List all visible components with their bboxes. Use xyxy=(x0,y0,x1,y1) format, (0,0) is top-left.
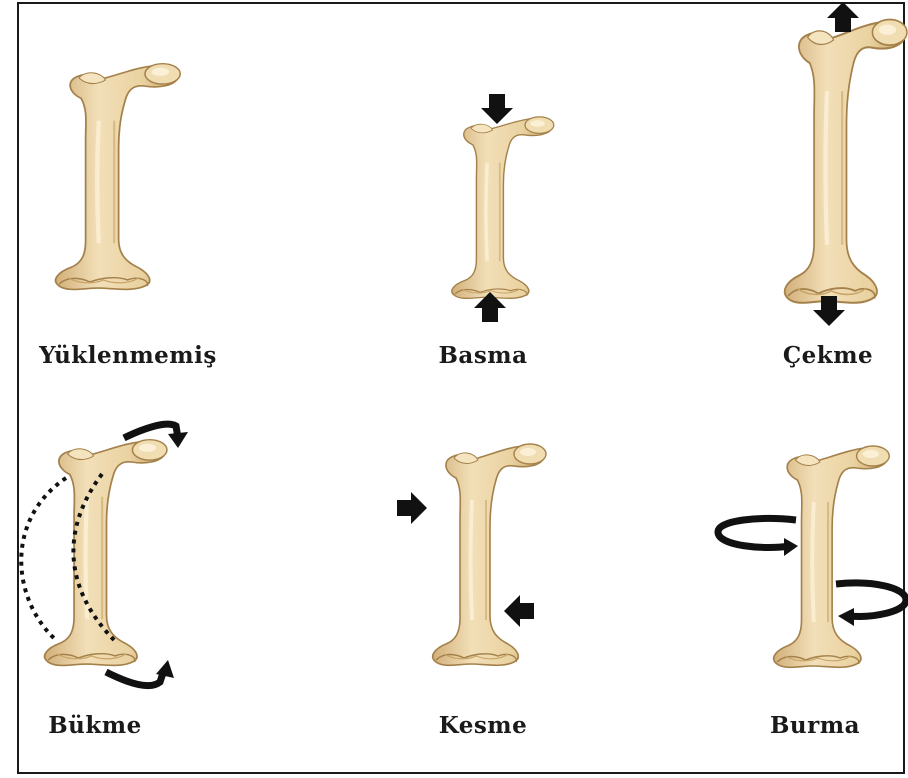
torsion-arrow-top-icon xyxy=(718,519,798,557)
label-torsion: Burma xyxy=(770,712,860,739)
bone-compression xyxy=(452,117,554,298)
label-compression: Basma xyxy=(438,342,527,369)
bending-deflection-dotted-line xyxy=(21,478,66,640)
label-shear: Kesme xyxy=(439,712,528,739)
tension-arrow-top-icon xyxy=(827,2,859,32)
bone-tension xyxy=(785,20,907,303)
bone-unloaded xyxy=(56,64,181,290)
shear-arrow-left-icon xyxy=(397,492,427,524)
shear-arrow-right-icon xyxy=(504,595,534,627)
label-bending: Bükme xyxy=(48,712,142,739)
bone-torsion xyxy=(774,446,890,667)
bone-shear xyxy=(433,444,546,665)
label-unloaded: Yüklenmemiş xyxy=(39,342,217,369)
torsion-arrow-bottom-icon xyxy=(836,583,906,626)
label-tension: Çekme xyxy=(783,342,873,369)
compression-arrow-top-icon xyxy=(481,94,513,124)
